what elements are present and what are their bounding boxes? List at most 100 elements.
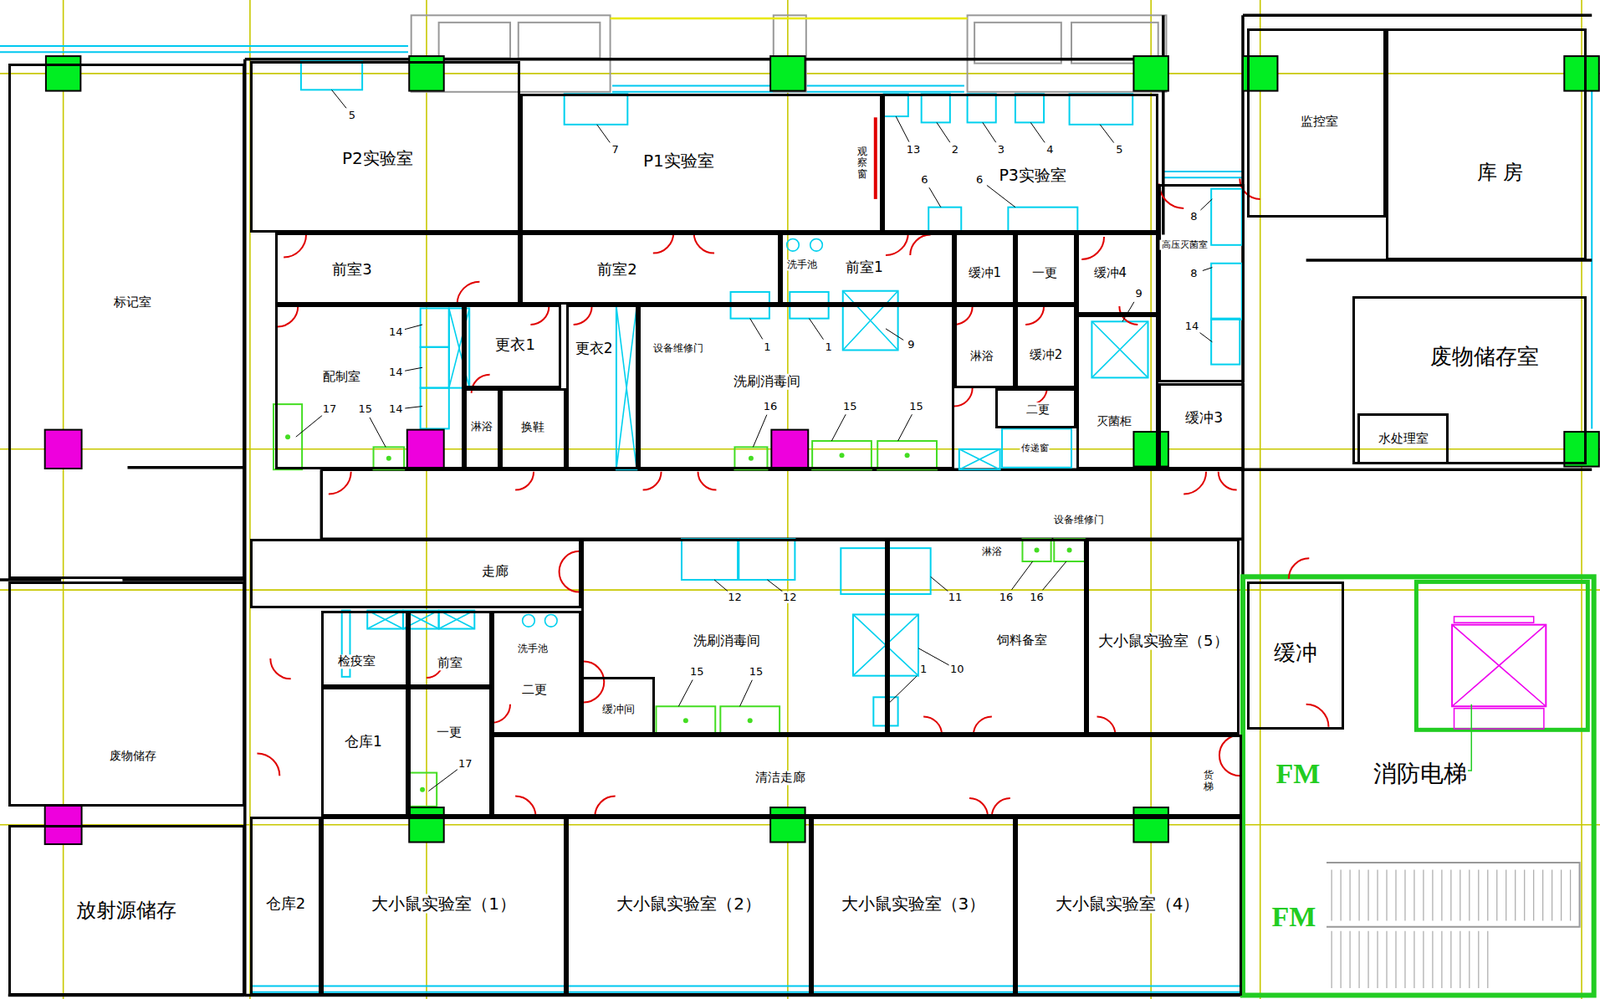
leader-line [930,576,949,591]
sink-drain [386,455,392,461]
room-name: 缓冲1 [966,265,1004,281]
equipment-cross [367,610,404,629]
leader-line [766,579,783,592]
leader-line [1202,267,1213,271]
stair-tread [1542,869,1544,921]
stair-tread [1450,930,1452,988]
room: 缓冲间 [581,676,655,736]
callout-number: 7 [611,143,620,156]
sink-drain [747,717,753,723]
stair-tread [1404,930,1406,988]
sink-drain [1067,547,1073,553]
equipment [1091,321,1148,378]
room-name: 缓冲间 [600,702,637,716]
column [770,56,805,91]
door-swing [515,471,534,491]
callout-number: 14 [388,366,404,379]
column [1133,431,1168,466]
stair-tread [1404,869,1406,921]
equipment-cross [959,449,1001,470]
leader-line [918,648,950,665]
stair-tread [1358,869,1360,921]
equipment [367,610,404,629]
room-name: 洗刷消毒间 [691,633,762,649]
callout-number: 5 [1114,143,1124,156]
callout-number: 8 [1189,267,1198,280]
fire-mark: FM [1271,900,1318,932]
door-swing [594,796,615,817]
leader-line [752,414,767,448]
room: 前室 [408,610,492,688]
door-swing [885,232,909,256]
leader-line [1030,122,1045,143]
leader-line [678,679,693,706]
window-line [250,985,1240,987]
wash-basin [810,238,824,251]
room-name: 缓冲 [1272,640,1319,666]
callout-number: 2 [950,143,960,156]
stair-tread [1477,930,1479,988]
equipment [884,93,909,117]
leader-line [936,122,951,143]
door-swing [954,306,973,325]
stair-tread [1331,869,1333,921]
callout-number: 1 [919,663,928,675]
leader-line [895,116,910,142]
stair-tread [1395,869,1396,921]
fire-mark: FM [1274,757,1321,789]
sink-drain [285,434,291,440]
room-name: 仓库2 [264,894,307,912]
grid-line [1150,0,1152,999]
elevator-cross [1451,624,1546,707]
window-line [1163,170,1243,173]
leader-line [889,675,917,702]
room: 配制室 [275,304,465,471]
callout-number: 1 [762,341,772,353]
callout-number: 17 [322,403,338,415]
elevator-label: 货梯 [1203,768,1214,793]
window-label: 观察窗 [857,145,868,181]
door-swing [270,658,291,679]
room-name: 二更 [1024,402,1052,416]
room-name: 一更 [434,725,464,740]
sink [655,705,716,735]
grid-line [1259,0,1262,999]
door-swing [653,232,674,253]
room: 缓冲4 [1076,232,1159,315]
room-name: 淋浴 [469,420,495,434]
door-swing [973,715,992,735]
sink [1022,538,1051,562]
fixture-label: 洗手池 [516,643,549,655]
equipment [1069,93,1134,125]
equipment-cross [1091,321,1148,378]
door-swing [328,471,352,495]
sink-drain [839,452,845,458]
sink [720,705,780,735]
door-swing [1306,704,1330,727]
leader-line [831,414,846,441]
stair-tread [1523,869,1525,921]
stair-tread [1459,869,1461,921]
room: 检疫室 [321,610,409,688]
elevator-door [1454,616,1534,623]
window-line [0,45,409,47]
wall [1161,15,1166,235]
leader-line [404,406,423,409]
stair-tread [1367,869,1369,921]
equipment [959,449,1001,470]
stair-tread [1376,930,1378,988]
room-name: 库 房 [1475,162,1526,186]
stair-tread [1441,869,1442,921]
column [770,807,805,842]
window-line [1163,176,1243,179]
room-name: P3实验室 [996,166,1069,185]
stair-tread [1349,930,1350,988]
door-swing [694,232,715,253]
elevator-door [1454,708,1544,729]
room: 标记室 [8,63,246,579]
leader-line [1042,561,1067,590]
room: 水处理室 [1357,413,1450,465]
stair-tread [1533,869,1534,921]
equipment [967,93,997,123]
